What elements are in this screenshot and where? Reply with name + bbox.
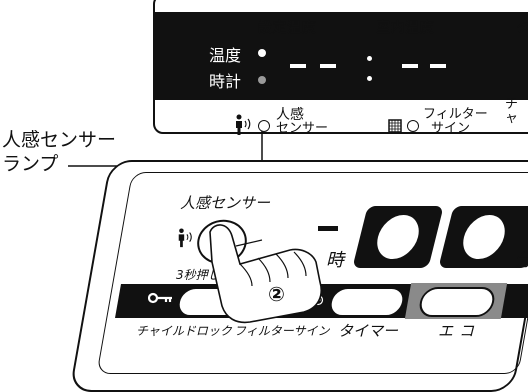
person-waves-icon <box>176 228 196 252</box>
room-temp-header: 室内温度 <box>376 20 434 36</box>
clock-indicator-dot <box>258 76 266 84</box>
callout-line1: 人感センサー <box>2 129 117 151</box>
filter-label-line2: サイン <box>431 121 471 136</box>
temp-indicator-dot <box>258 49 266 57</box>
minute-partial-label: 分 <box>514 246 528 272</box>
display-body <box>153 38 528 100</box>
timer-label: タイマー <box>338 322 399 340</box>
pressing-hand-icon <box>209 224 322 324</box>
header-partial: タ <box>516 20 528 36</box>
set-temp-header: 設定温度 <box>258 20 316 36</box>
filter-grid-icon <box>388 118 402 137</box>
clock-label: 時計 <box>209 72 242 91</box>
digit-dash <box>430 64 446 68</box>
sensor-label-line1: 人感 <box>276 107 304 123</box>
filter-lamp <box>407 120 419 132</box>
sensor-button-label: 人感センサー <box>180 194 271 212</box>
hour-label: 時 <box>326 250 344 271</box>
callout-line2: ランプ <box>2 153 59 175</box>
hour-dash <box>318 226 338 231</box>
digit-dash <box>402 64 418 68</box>
temp-label: 温度 <box>209 46 242 65</box>
sensor-lamp <box>258 120 270 132</box>
person-waves-icon <box>233 114 255 140</box>
minute-dash <box>516 226 528 231</box>
key-icon <box>147 290 174 309</box>
partial-right-label: チャ <box>505 97 519 126</box>
child-lock-label: チャイルドロック <box>136 324 232 338</box>
digit-dash <box>320 64 336 68</box>
colon-dot <box>367 56 372 61</box>
filter-label-line1: フィルター <box>423 107 488 122</box>
sensor-label-line2: センサー <box>276 121 329 136</box>
digit-dash <box>290 64 306 68</box>
colon-dot <box>367 76 372 81</box>
three-sec-label: 3秒押し <box>176 268 220 282</box>
eco-label: エコ <box>438 322 481 340</box>
filter-sign-label: フィルターサイン <box>234 324 330 338</box>
step-number: ② <box>268 282 285 306</box>
